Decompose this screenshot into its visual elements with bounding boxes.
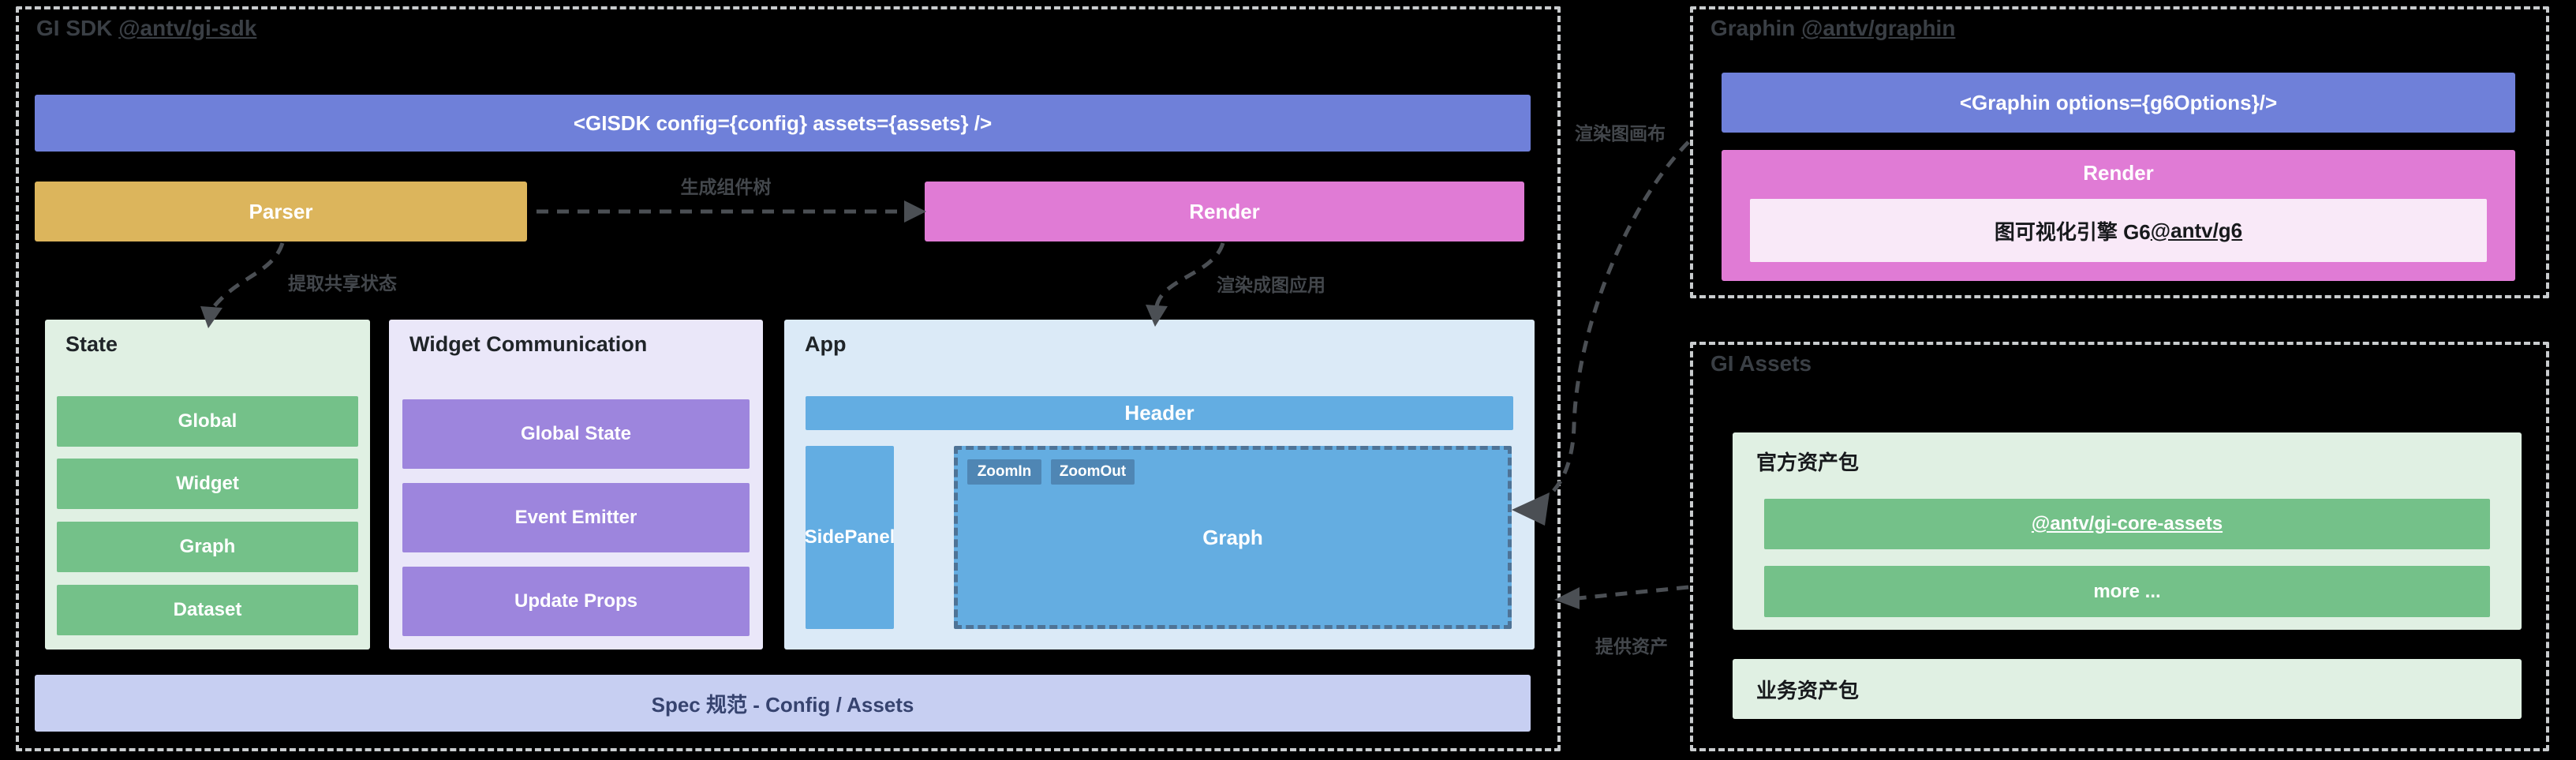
g6-engine-text: 图可视化引擎 G6 (1994, 219, 2151, 244)
graphin-title-text: Graphin (1710, 16, 1802, 40)
gi-sdk-title: GI SDK @antv/gi-sdk (36, 16, 256, 41)
label-extract-shared-state: 提取共享状态 (288, 273, 397, 294)
app-header-bar: Header (806, 396, 1513, 430)
graphin-render-box: Render 图可视化引擎 G6 @antv/g6 (1722, 150, 2515, 281)
label-generate-component-tree: 生成组件树 (680, 177, 772, 197)
widget-communication-panel: Widget Communication Global State Event … (389, 320, 763, 650)
spec-bar: Spec 规范 - Config / Assets (35, 675, 1531, 732)
render-node: Render (925, 182, 1524, 241)
zoom-out-button[interactable]: ZoomOut (1051, 459, 1135, 485)
official-assets-title: 官方资产包 (1756, 451, 1860, 474)
widget-comm-item-global-state: Global State (402, 399, 750, 469)
graphin-container (1690, 6, 2549, 298)
gisdk-tag-bar: <GISDK config={config} assets={assets} /… (35, 95, 1531, 152)
state-item-widget: Widget (57, 459, 358, 509)
app-panel-title: App (805, 332, 847, 356)
label-render-graph-canvas: 渲染图画布 (1575, 123, 1666, 144)
gi-core-assets-link[interactable]: @antv/gi-core-assets (1764, 499, 2490, 549)
zoom-in-button[interactable]: ZoomIn (967, 459, 1041, 485)
app-side-panel: SidePanel (805, 446, 895, 629)
app-panel: App Header SidePanel Graph ZoomIn ZoomOu… (784, 320, 1535, 650)
business-assets-panel: 业务资产包 (1733, 659, 2522, 719)
state-panel: State Global Widget Graph Dataset (45, 320, 370, 650)
business-assets-title: 业务资产包 (1756, 678, 1860, 702)
more-assets-item: more ... (1764, 566, 2490, 617)
label-render-to-app: 渲染成图应用 (1217, 275, 1325, 295)
graphin-title: Graphin @antv/graphin (1710, 16, 1955, 41)
graphin-render-label: Render (2083, 161, 2154, 185)
gi-assets-container (1690, 342, 2549, 751)
widget-comm-item-event-emitter: Event Emitter (402, 483, 750, 552)
parser-node: Parser (35, 182, 527, 241)
app-graph-label: Graph (1202, 525, 1263, 549)
g6-engine-box: 图可视化引擎 G6 @antv/g6 (1750, 199, 2487, 262)
app-graph-area: Graph ZoomIn ZoomOut (954, 446, 1512, 629)
arrow-provide-assets (1577, 585, 1689, 601)
official-assets-panel: 官方资产包 @antv/gi-core-assets more ... (1733, 432, 2522, 630)
gi-sdk-package-link[interactable]: @antv/gi-sdk (118, 16, 257, 40)
state-panel-title: State (65, 332, 118, 356)
widget-comm-item-update-props: Update Props (402, 567, 750, 636)
state-item-global: Global (57, 396, 358, 447)
g6-package-link[interactable]: @antv/g6 (2150, 218, 2243, 242)
graphin-tag-bar: <Graphin options={g6Options}/> (1722, 73, 2515, 133)
widget-communication-title: Widget Communication (409, 332, 648, 356)
gi-assets-title: GI Assets (1710, 351, 1812, 376)
graphin-package-link[interactable]: @antv/graphin (1801, 16, 1956, 40)
label-provide-assets: 提供资产 (1595, 636, 1668, 657)
gi-sdk-title-text: GI SDK (36, 16, 119, 40)
state-item-graph: Graph (57, 522, 358, 572)
state-item-dataset: Dataset (57, 585, 358, 635)
